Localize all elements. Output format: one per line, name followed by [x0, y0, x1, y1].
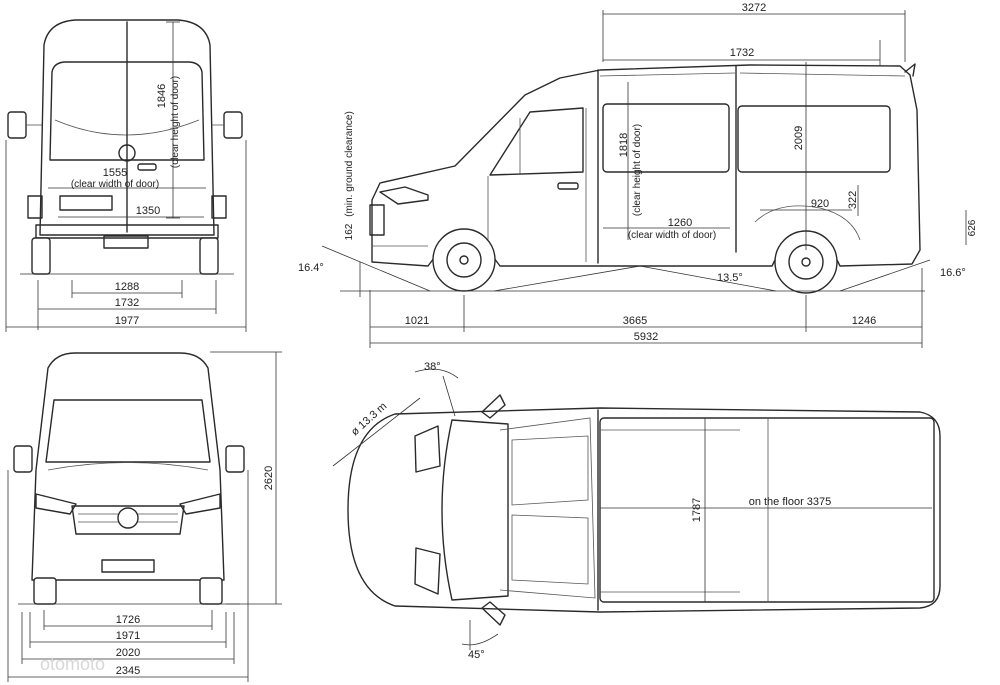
- front-width-1971: 1971: [116, 630, 140, 642]
- side-length-3272: 3272: [742, 2, 766, 14]
- watermark: otomoto: [40, 654, 105, 674]
- wheelbase: 3665: [623, 315, 647, 327]
- wheelarch-322: 322: [847, 191, 859, 209]
- rear-door-height: 1846: [156, 84, 168, 108]
- front-view: [13, 352, 245, 605]
- floor-length: on the floor 3375: [749, 496, 832, 508]
- rear-door-width: 1555: [103, 167, 127, 179]
- rear-door-width-note: (clear width of door): [71, 179, 159, 190]
- rear-overhang: 1246: [852, 315, 876, 327]
- side-door-width-note: (clear width of door): [628, 230, 716, 241]
- rear-width-1732: 1732: [115, 297, 139, 309]
- front-width-2020: 2020: [116, 647, 140, 659]
- floor-height-626: 626: [967, 219, 978, 236]
- rear-view: [7, 19, 243, 275]
- ground-clearance-note: (min. ground clearance): [344, 111, 355, 217]
- side-length-1732: 1732: [730, 47, 754, 59]
- ground-clearance: 162: [344, 223, 355, 240]
- front-overhang: 1021: [405, 315, 429, 327]
- side-door-height: 1818: [618, 133, 630, 157]
- wheelarch-920: 920: [811, 198, 829, 210]
- overall-length: 5932: [634, 331, 658, 343]
- top-view-dimensions: 38° ø 13.3 m 1787 on the floor 3375 45°: [349, 361, 932, 661]
- rear-width-1350: 1350: [136, 205, 160, 217]
- approach-angle: 16.4°: [298, 262, 324, 274]
- front-view-dimensions: 2620 1726 1971 2020 2345: [7, 351, 282, 682]
- side-door-width: 1260: [668, 217, 692, 229]
- departure-angle: 16.6°: [940, 267, 966, 279]
- front-track-1726: 1726: [116, 614, 140, 626]
- rear-view-dimensions: 1846 (clear height of door) 1555 (clear …: [5, 21, 247, 332]
- sliding-door-angle: 45°: [468, 649, 485, 661]
- front-width-2345: 2345: [116, 665, 140, 677]
- top-view: [332, 394, 941, 626]
- rear-width-1977: 1977: [115, 315, 139, 327]
- side-height-2009: 2009: [793, 126, 805, 150]
- rear-track-1288: 1288: [115, 281, 139, 293]
- overall-height: 2620: [263, 466, 275, 490]
- side-view: [321, 63, 931, 294]
- front-door-angle: 38°: [424, 361, 441, 373]
- side-view-dimensions: 3272 1732 1818 (clear height of door) 20…: [298, 2, 978, 348]
- side-door-height-note: (clear height of door): [632, 124, 643, 216]
- ramp-angle: 13.5°: [717, 272, 743, 284]
- floor-width: 1787: [691, 498, 703, 522]
- rear-door-height-note: (clear height of door): [170, 76, 181, 168]
